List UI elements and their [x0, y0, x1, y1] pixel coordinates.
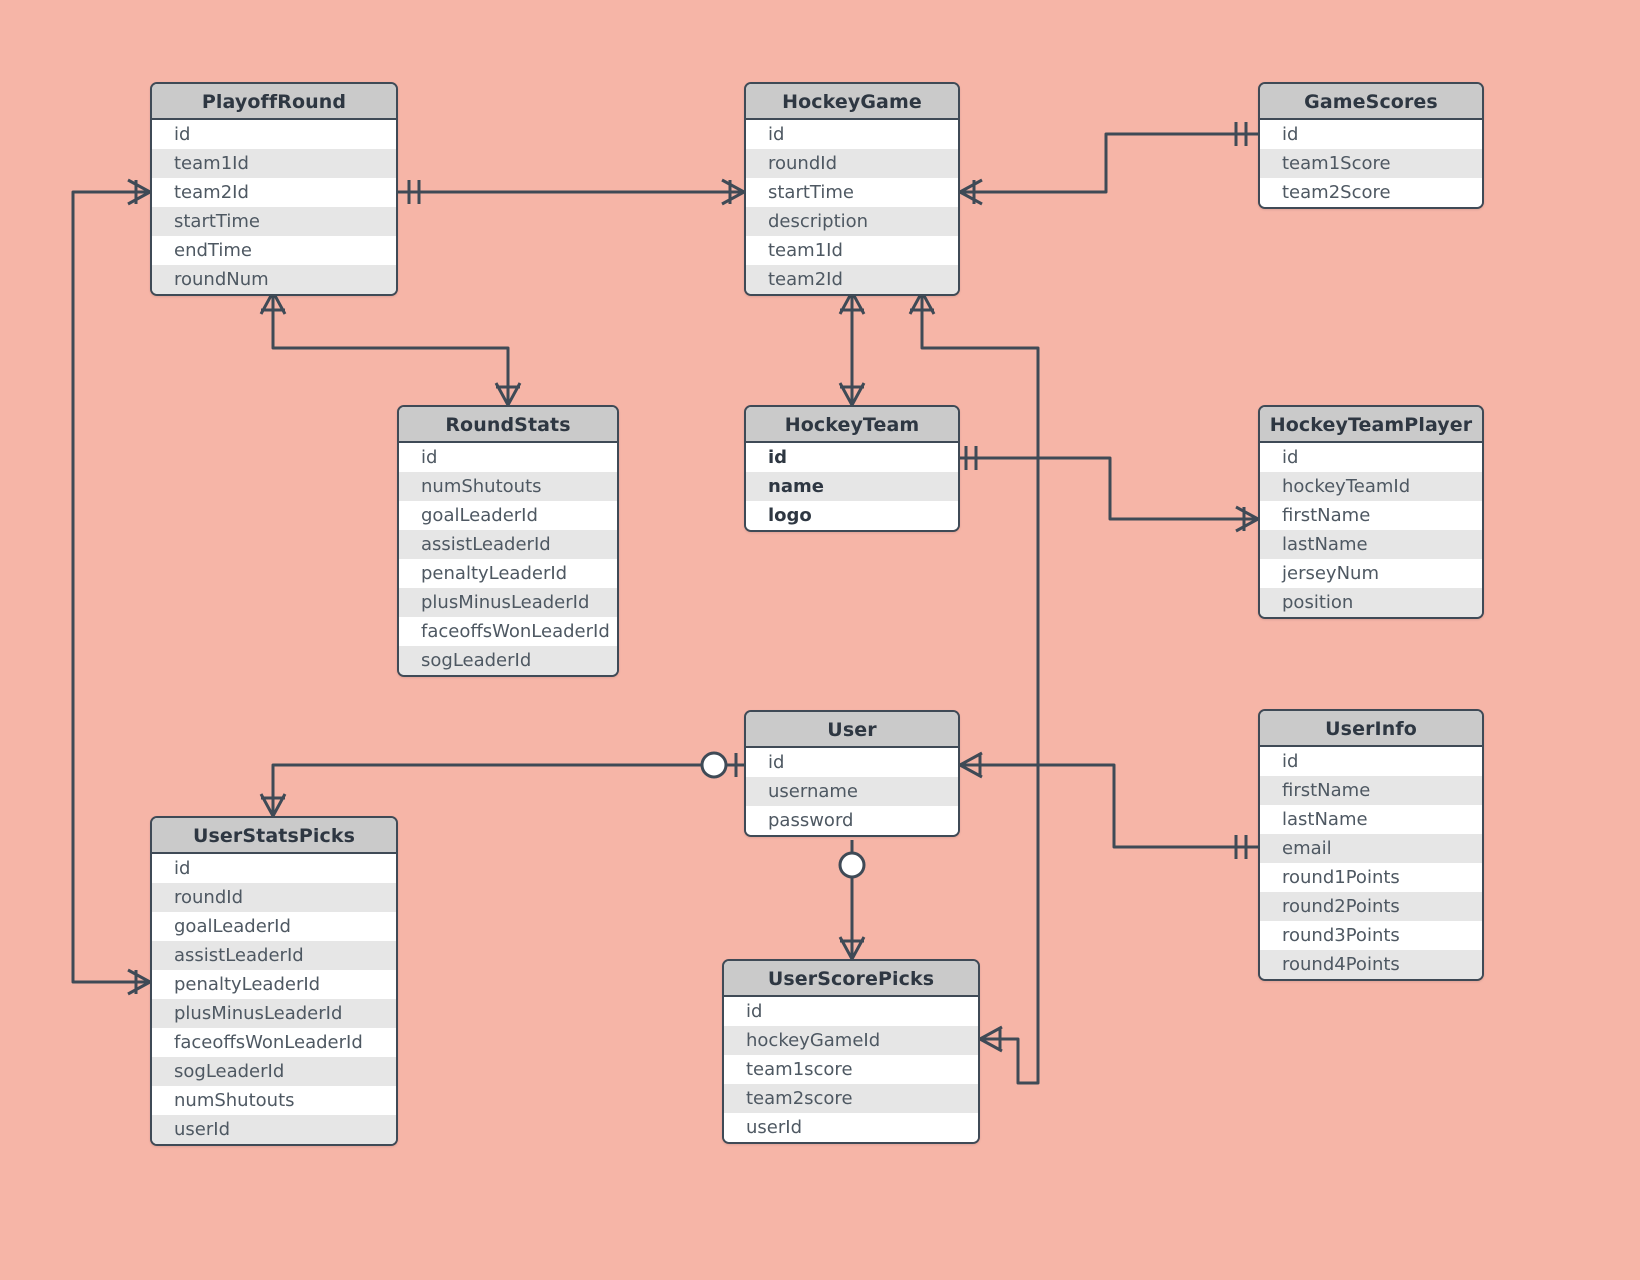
- entity-title: User: [746, 712, 958, 748]
- entity-title: GameScores: [1260, 84, 1482, 120]
- wire-playoffround-roundstats: [271, 292, 510, 405]
- attribute-row: id: [1260, 443, 1482, 472]
- zero-marker-user-statspicks: [700, 751, 728, 779]
- crow-playoffround-left: [127, 178, 151, 206]
- attribute-row: endTime: [152, 236, 396, 265]
- attribute-row: position: [1260, 588, 1482, 617]
- attribute-row: roundId: [152, 883, 396, 912]
- attribute-row: goalLeaderId: [399, 501, 617, 530]
- attribute-row: id: [152, 854, 396, 883]
- attribute-row: numShutouts: [152, 1086, 396, 1115]
- attribute-row: team2Id: [152, 178, 396, 207]
- attribute-row: hockeyTeamId: [1260, 472, 1482, 501]
- crow-user-right: [959, 751, 983, 779]
- entity-title: UserScorePicks: [724, 961, 978, 997]
- attribute-row: team1Score: [1260, 149, 1482, 178]
- wire-playoffround-userstatspicks: [71, 190, 150, 984]
- attribute-row: round3Points: [1260, 921, 1482, 950]
- crow-hockeygame-left: [721, 178, 745, 206]
- crow-hockeygame-right: [959, 178, 983, 206]
- wire-user-userstatspicks: [271, 763, 744, 816]
- attribute-row: team1Id: [152, 149, 396, 178]
- attribute-row: lastName: [1260, 805, 1482, 834]
- attribute-row: lastName: [1260, 530, 1482, 559]
- attribute-row: id: [399, 443, 617, 472]
- attribute-row: plusMinusLeaderId: [399, 588, 617, 617]
- attribute-row: sogLeaderId: [152, 1057, 396, 1086]
- attribute-row: id: [1260, 120, 1482, 149]
- attribute-row: team1score: [724, 1055, 978, 1084]
- entity-title: PlayoffRound: [152, 84, 396, 120]
- attribute-row: firstName: [1260, 501, 1482, 530]
- attribute-row: startTime: [746, 178, 958, 207]
- attribute-row: roundId: [746, 149, 958, 178]
- attribute-row: round1Points: [1260, 863, 1482, 892]
- attribute-row: team2score: [724, 1084, 978, 1113]
- attribute-row: id: [724, 997, 978, 1026]
- attribute-row: id: [746, 120, 958, 149]
- entity-title: UserStatsPicks: [152, 818, 396, 854]
- attribute-row: username: [746, 777, 958, 806]
- entity-title: HockeyTeamPlayer: [1260, 407, 1482, 443]
- attribute-row: team1Id: [746, 236, 958, 265]
- attribute-row: assistLeaderId: [399, 530, 617, 559]
- attribute-row: startTime: [152, 207, 396, 236]
- crow-userstatspicks-top: [259, 793, 287, 817]
- attribute-row: jerseyNum: [1260, 559, 1482, 588]
- attribute-row: hockeyGameId: [724, 1026, 978, 1055]
- attribute-row: userId: [152, 1115, 396, 1144]
- attribute-row: faceoffsWonLeaderId: [152, 1028, 396, 1057]
- attribute-row: faceoffsWonLeaderId: [399, 617, 617, 646]
- crow-roundstats-top: [494, 382, 522, 406]
- crow-hockeyteam-top: [838, 382, 866, 406]
- attribute-row: id: [746, 443, 958, 472]
- entity-title: RoundStats: [399, 407, 617, 443]
- attribute-row: id: [152, 120, 396, 149]
- crow-userscorepicks-right: [979, 1025, 1003, 1053]
- crow-hockeyteamplayer-left: [1235, 505, 1259, 533]
- attribute-row: password: [746, 806, 958, 835]
- attribute-row: id: [1260, 747, 1482, 776]
- attribute-row: userId: [724, 1113, 978, 1142]
- attribute-row: logo: [746, 501, 958, 530]
- attribute-row: penaltyLeaderId: [152, 970, 396, 999]
- zero-marker-user-scorepicks: [838, 851, 866, 879]
- attribute-row: team2Id: [746, 265, 958, 294]
- attribute-row: firstName: [1260, 776, 1482, 805]
- wire-user-userinfo: [960, 763, 1258, 849]
- attribute-row: plusMinusLeaderId: [152, 999, 396, 1028]
- crow-userscorepicks-top: [838, 936, 866, 960]
- attribute-row: email: [1260, 834, 1482, 863]
- entity-title: UserInfo: [1260, 711, 1482, 747]
- attribute-row: assistLeaderId: [152, 941, 396, 970]
- crow-userstatspicks-left: [127, 968, 151, 996]
- attribute-row: roundNum: [152, 265, 396, 294]
- wire-hockeyteam-hockeyteamplayer: [960, 456, 1258, 521]
- entity-title: HockeyGame: [746, 84, 958, 120]
- entity-title: HockeyTeam: [746, 407, 958, 443]
- attribute-row: sogLeaderId: [399, 646, 617, 675]
- attribute-row: team2Score: [1260, 178, 1482, 207]
- attribute-row: round4Points: [1260, 950, 1482, 979]
- wire-hockeygame-gamescores: [960, 132, 1258, 194]
- attribute-row: penaltyLeaderId: [399, 559, 617, 588]
- attribute-row: name: [746, 472, 958, 501]
- attribute-row: goalLeaderId: [152, 912, 396, 941]
- attribute-row: numShutouts: [399, 472, 617, 501]
- attribute-row: id: [746, 748, 958, 777]
- attribute-row: description: [746, 207, 958, 236]
- attribute-row: round2Points: [1260, 892, 1482, 921]
